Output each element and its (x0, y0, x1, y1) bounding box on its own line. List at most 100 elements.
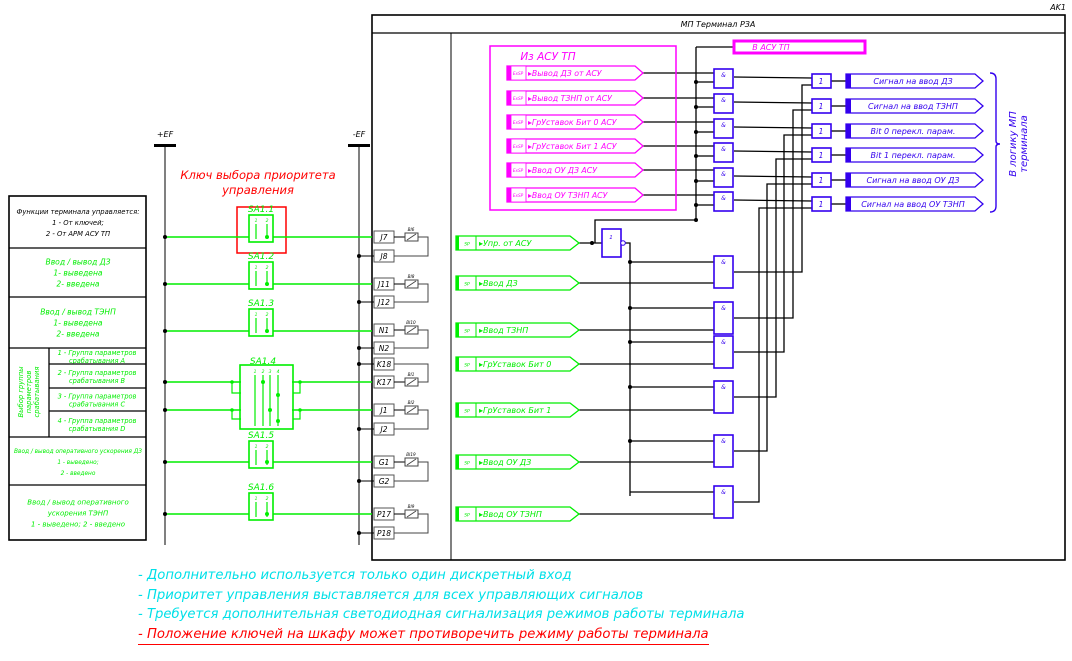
gate-body (713, 301, 734, 335)
junction-dot (628, 340, 632, 344)
exsp-label: ▸ГрУставок Бит 1 АСУ (528, 142, 618, 151)
wire (733, 175, 813, 178)
output-label: Сигнал на ввод ОУ ТЗНП (861, 200, 965, 209)
bi-return (394, 409, 429, 430)
output-marker (846, 148, 851, 162)
switch-label: SA1.1 (248, 205, 274, 215)
terminal-frame: AK1 МП Терминал РЗА (371, 3, 1066, 561)
terminal-designation: AK1 (1049, 3, 1066, 12)
sp-input-marker (456, 357, 459, 371)
switch-body (239, 364, 294, 430)
brace-label-text: В логику МП (1008, 111, 1019, 177)
and-gate: & (713, 118, 734, 139)
junction-dot (163, 460, 167, 464)
table-cell-text: 2 - введено (61, 471, 96, 477)
exsp-marker (507, 163, 511, 177)
gate-symbol: & (721, 146, 726, 153)
junction-dot (357, 346, 361, 350)
contact-number: 4 (277, 369, 280, 375)
terminal-border (371, 14, 1066, 561)
output-marker (846, 74, 851, 88)
output-brace (989, 72, 1001, 213)
switch-label: SA1.3 (248, 299, 274, 309)
junction-dot (163, 380, 167, 384)
wire (734, 207, 812, 503)
gate-symbol: & (721, 489, 726, 496)
junction-dot (163, 408, 167, 412)
switch-body (248, 308, 274, 337)
exsp-tag-box (510, 162, 527, 178)
gate-body (811, 98, 832, 114)
wire (734, 109, 812, 319)
brace-label-text: терминала (1019, 115, 1030, 173)
junction-dot (357, 479, 361, 483)
or-gate: 1 (811, 123, 832, 139)
group-item-text: срабатывания C (69, 401, 126, 409)
junction-dot (694, 130, 698, 134)
bi-slash (406, 406, 417, 414)
priority-key-highlight (236, 206, 287, 254)
group-select-label-text: параметров (25, 371, 33, 414)
and-gate: & (713, 142, 734, 163)
exsp-tag-box (510, 114, 527, 130)
sp-label: ▸Ввод ОУ ТЗНП (479, 510, 542, 519)
output-label: Сигнал на ввод ОУ ДЗ (867, 176, 960, 185)
junction-dot (357, 300, 361, 304)
gate-symbol: & (721, 305, 726, 312)
exsp-tag: ExSP (513, 144, 524, 149)
gate-symbol: & (721, 122, 726, 129)
table-cell-text: 1 - От ключей; (52, 219, 104, 227)
gate-body (713, 485, 734, 519)
output-marker (846, 197, 851, 211)
terminal-label: J12 (376, 298, 390, 307)
sp-input: SP▸Ввод ОУ ДЗ (455, 454, 581, 470)
exsp-tag-box (510, 187, 527, 203)
gate-symbol: 1 (819, 127, 824, 136)
logic-wires (579, 46, 846, 515)
group-select-label-text: срабатывания (33, 366, 41, 417)
bi-return (394, 236, 429, 257)
sp-input: SP ▸Ввод ОУ ТЗНП (455, 506, 581, 522)
exsp-tag-box (510, 65, 527, 81)
exsp-label: ▸Вывод ТЗНП от АСУ (528, 94, 613, 103)
junction-dot (261, 380, 265, 384)
bi-return (394, 283, 429, 303)
bi-label: BI19 (406, 452, 416, 457)
sp-tag: SP (464, 242, 470, 248)
junction-dot (265, 235, 269, 239)
exsp-tag: ExSP (513, 71, 524, 76)
junction-dot (694, 218, 698, 222)
or-gate: 1 (811, 73, 832, 89)
junction-dot (276, 393, 280, 397)
junction-dot (265, 460, 269, 464)
exsp-input: ExSP▸Ввод ОУ ТЗНП АСУ (506, 187, 644, 203)
bi-label: BI9 (408, 504, 415, 509)
sp-label: ▸Ввод ТЗНП (479, 326, 528, 335)
priority-key-label-2: управления (221, 183, 294, 197)
exsp-input: ExSP ▸Вывод ТЗНП от АСУ (506, 90, 644, 106)
junction-dot (357, 254, 361, 258)
and-gate: & (713, 335, 734, 369)
terminal-label: G2 (379, 477, 390, 486)
output-signal: Bit 0 перекл. парам. (845, 123, 984, 139)
note-1: - Дополнительно используется только один… (138, 568, 572, 583)
group-item-text: срабатывания B (69, 377, 126, 385)
from-asu-title: Из АСУ ТП (520, 51, 575, 63)
exsp-tag: ExSP (513, 96, 524, 101)
wire (733, 76, 813, 79)
junction-dot (230, 380, 234, 384)
contact-number: 2 (266, 444, 269, 450)
sp-tag: SP (464, 513, 470, 519)
junction-dot (628, 385, 632, 389)
gate-body (811, 73, 832, 89)
gate-body (713, 167, 734, 188)
sp-tag: SP (464, 329, 470, 335)
group-item-text: срабатывания A (69, 357, 126, 365)
exsp-tag: ExSP (513, 193, 524, 198)
